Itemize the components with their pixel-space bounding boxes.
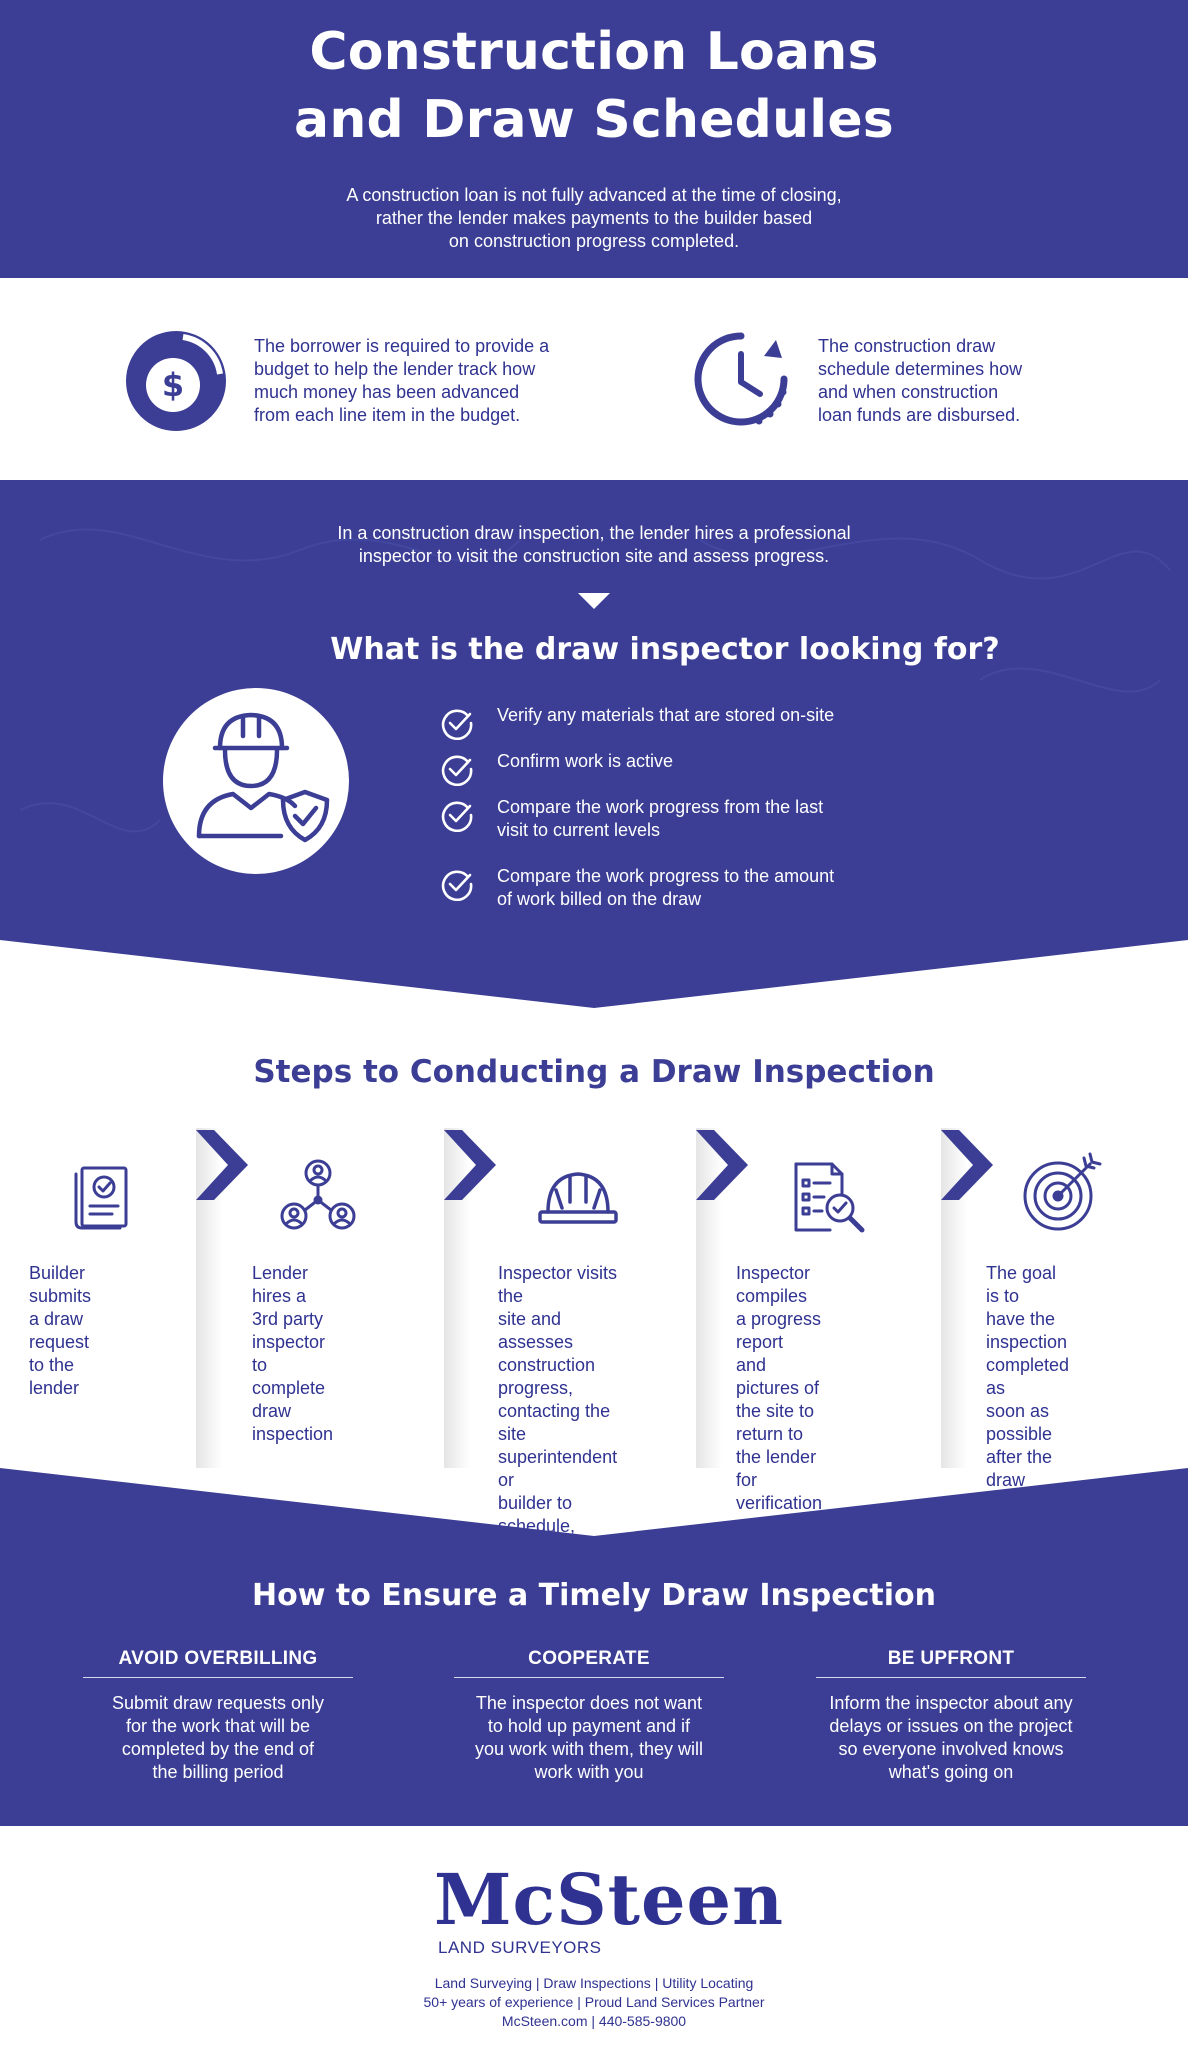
report-magnifier-icon	[794, 1162, 865, 1233]
chevron-right-icon	[941, 1130, 993, 1200]
check-item-text: Verify any materials that are stored on-…	[497, 705, 835, 725]
clock-icon	[694, 332, 788, 426]
timely-heading: How to Ensure a Timely Draw Inspection	[252, 1578, 936, 1613]
page-title: Construction Loans and Draw Schedules	[294, 22, 894, 150]
tip-label: BE UPFRONT	[816, 1646, 1086, 1678]
tip-label: COOPERATE	[454, 1646, 724, 1678]
target-goal-icon	[1023, 1152, 1102, 1231]
info-strip: $ The borrower is required to provide a …	[0, 278, 1188, 480]
timely-background	[0, 1468, 1188, 1826]
check-circle-icon	[441, 755, 473, 786]
footer-info: Land Surveying | Draw Inspections | Util…	[0, 1974, 1188, 2031]
network-people-icon	[280, 1159, 356, 1230]
check-circle-icon	[441, 709, 473, 740]
chevron-right-icon	[196, 1130, 248, 1200]
tip-label: AVOID OVERBILLING	[83, 1646, 353, 1678]
hard-hat-icon	[538, 1172, 618, 1224]
dollar-coin-icon: $	[126, 331, 226, 431]
contact-line[interactable]: McSteen.com | 440-585-9800	[501, 2013, 687, 2029]
draw-schedule-text: The construction draw schedule determine…	[818, 336, 1023, 425]
draw-request-document-icon	[74, 1166, 128, 1230]
header-banner: Construction Loans and Draw Schedules A …	[0, 0, 1188, 278]
svg-text:$: $	[162, 366, 184, 404]
construction-worker-icon	[196, 712, 330, 843]
chevron-right-icon	[696, 1130, 748, 1200]
tip-be-upfront: BE UPFRONT Inform the inspector about any…	[816, 1646, 1086, 1784]
steps-heading: Steps to Conducting a Draw Inspection	[253, 1054, 935, 1090]
inspector-question-heading: What is the draw inspector looking for?	[330, 632, 1000, 667]
inspection-lead-text: In a construction draw inspection, the l…	[337, 523, 851, 566]
tip-avoid-overbilling: AVOID OVERBILLING Submit draw requests on…	[83, 1646, 353, 1784]
budget-text: The borrower is required to provide a bu…	[254, 336, 550, 425]
chevron-right-icon	[444, 1130, 496, 1200]
intro-text: A construction loan is not fully advance…	[346, 185, 842, 251]
timely-inspection-section: How to Ensure a Timely Draw Inspection A…	[0, 1468, 1188, 1826]
mcsteen-logo: McSteen LAND SURVEYORS	[434, 1858, 784, 1957]
inspection-section: In a construction draw inspection, the l…	[0, 480, 1188, 1010]
check-item-text: Confirm work is active	[497, 751, 674, 771]
inspection-background	[0, 480, 1188, 1008]
check-circle-icon	[441, 801, 473, 832]
worker-badge	[163, 688, 349, 874]
check-circle-icon	[441, 870, 473, 901]
footer: McSteen LAND SURVEYORS Land Surveying | …	[0, 1826, 1188, 2048]
